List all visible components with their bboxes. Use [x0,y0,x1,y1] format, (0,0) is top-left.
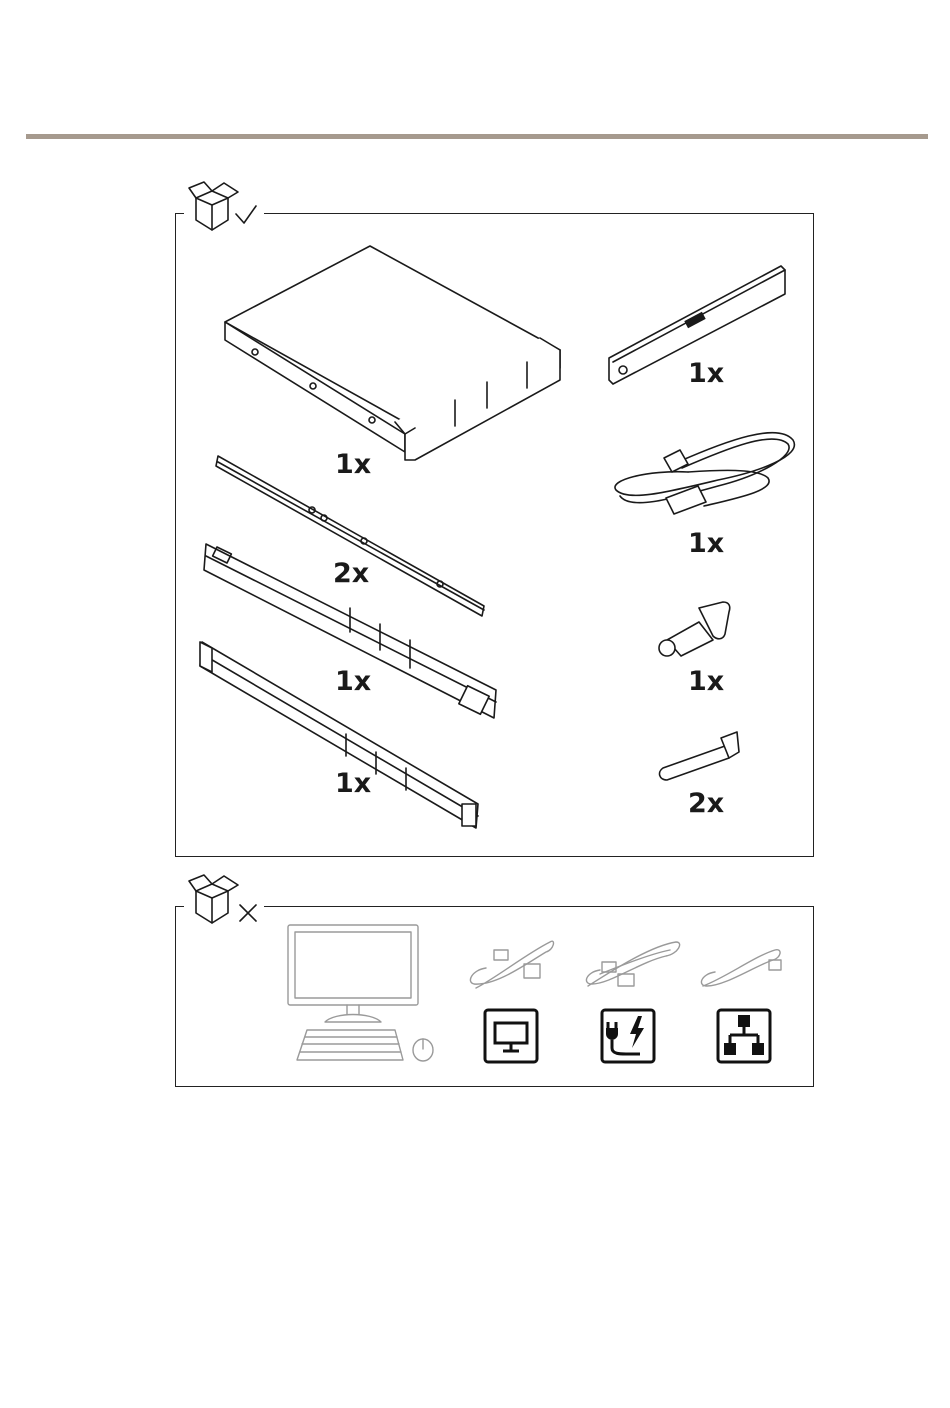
server-unit-icon [215,240,575,470]
box-included-icon [184,178,264,238]
outer-rail-icon [196,636,486,831]
computer-keyboard-mouse-icon [285,922,440,1067]
network-cable-icon [695,938,790,996]
display-cable-icon [466,934,558,996]
cable-strap-icon [655,728,745,784]
header-rule [26,134,928,139]
box-not-included-icon [184,871,264,931]
power-plug-icon [600,1008,656,1064]
outer-rail-quantity: 1x [335,770,371,797]
power-cord-quantity: 1x [688,530,724,557]
cable-strap-quantity: 2x [688,790,724,817]
power-cable-icon [580,932,685,998]
network-icon [716,1008,772,1064]
monitor-icon [483,1008,539,1064]
bezel-key-icon [655,600,735,660]
bezel-key-quantity: 1x [688,668,724,695]
power-cord-icon [608,420,803,525]
front-bezel-quantity: 1x [688,360,724,387]
